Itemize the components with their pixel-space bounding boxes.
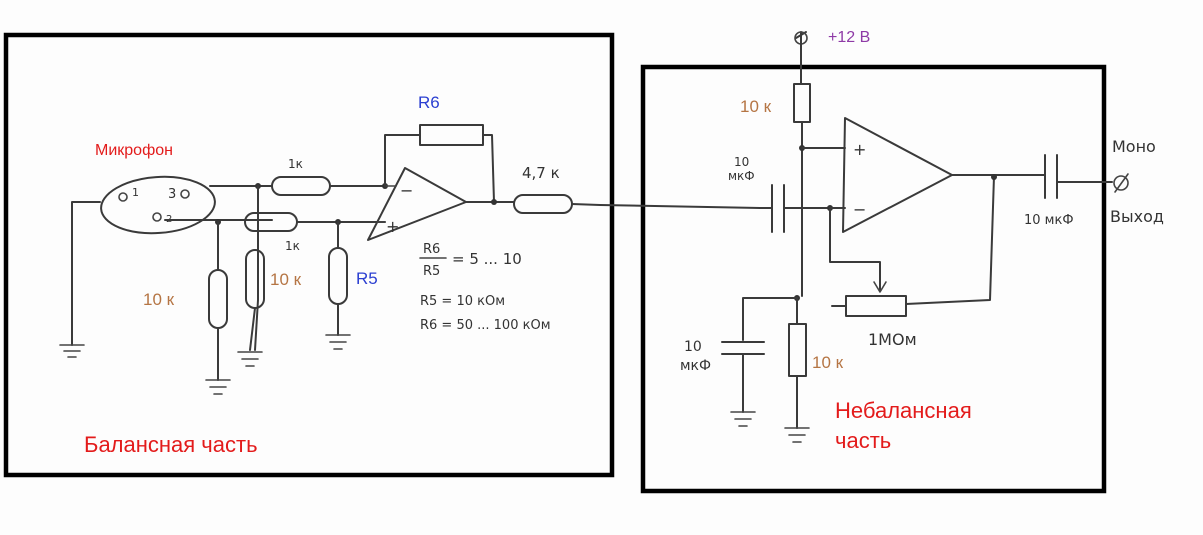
pin-1-label: 1: [132, 186, 139, 199]
mic-ground-wire: [71, 201, 101, 346]
potentiometer-1mohm: [845, 295, 907, 317]
output-terminal: [1113, 175, 1129, 191]
res-10k-left-label: 10 к: [143, 290, 175, 309]
r6-label: R6: [418, 93, 440, 112]
opamp-1-plus-sign: +: [386, 217, 399, 236]
resistor-1k-top-label: 1к: [288, 157, 303, 171]
pot-wiper-arrow: [873, 281, 887, 293]
junction-dot: [991, 174, 997, 180]
wire-pot-wiper: [829, 207, 881, 291]
resistor-10k-bottom-right: [788, 323, 807, 377]
cap-out-label: 10 мкФ: [1024, 213, 1074, 228]
microphone-connector: [100, 175, 216, 235]
ground-symbol-2: [205, 379, 231, 395]
opamp-1-minus-sign: −: [400, 181, 413, 200]
wire-pot-feedback: [905, 175, 995, 305]
res-10k-top-right-label: 10 к: [740, 97, 772, 116]
res-10k-bottom-right-label: 10 к: [812, 353, 844, 372]
microphone-label: Микрофон: [95, 142, 173, 159]
resistor-4-7k: [513, 194, 573, 214]
formula-equals: = 5 ... 10: [452, 250, 522, 268]
opamp-1: [367, 167, 467, 241]
cap-bottom-value: 10: [684, 339, 702, 355]
resistor-1k-top: [271, 176, 331, 196]
r5-label: R5: [356, 269, 378, 288]
cap-bottom-unit: мкФ: [680, 358, 711, 374]
resistor-10k-mid: [245, 249, 265, 309]
opamp-2-minus-sign: −: [853, 200, 866, 219]
pin-3-label: 3: [168, 187, 176, 202]
r6-value-text: R6 = 50 ... 100 кОм: [420, 318, 551, 333]
wire-r6-right: [482, 134, 495, 203]
resistor-r5: [328, 247, 348, 305]
res-10k-mid-label: 10 к: [270, 270, 302, 289]
ground-symbol-5: [730, 411, 756, 427]
unbalanced-title-line1: Небалансная: [835, 398, 972, 423]
balanced-section-frame: [3, 32, 615, 478]
wire-r6-left: [384, 134, 421, 187]
cap-in-unit: мкФ: [728, 169, 755, 183]
wire-bias-cap: [742, 297, 798, 341]
output-label: Выход: [1110, 207, 1164, 226]
balanced-part-title: Балансная часть: [84, 432, 258, 457]
formula-denominator: R5: [423, 264, 440, 279]
cap-in-value: 10: [734, 155, 749, 169]
resistor-1k-bottom-label: 1к: [285, 239, 300, 253]
unbalanced-title-line2: часть: [835, 428, 891, 453]
unbalanced-section-frame: [640, 64, 1107, 494]
output-terminal-slash: [1114, 173, 1129, 193]
pot-label: 1МОм: [868, 330, 917, 349]
junction-dot: [491, 199, 497, 205]
formula-numerator: R6: [423, 242, 440, 257]
opamp-2: [842, 117, 953, 233]
resistor-10k-left: [208, 269, 228, 329]
ground-symbol-6: [784, 427, 810, 443]
opamp-2-plus-sign: +: [853, 140, 866, 159]
resistor-10k-top-right: [793, 83, 811, 123]
ground-symbol-1: [59, 344, 85, 358]
wire-to-input-cap: [571, 203, 761, 209]
r5-value-text: R5 = 10 кОм: [420, 294, 505, 309]
ground-symbol-3: [237, 351, 263, 367]
mono-label: Моно: [1112, 137, 1156, 156]
wire-ground-mid: [249, 307, 256, 351]
supply-label: +12 В: [828, 29, 870, 46]
resistor-1k-bottom: [244, 212, 298, 232]
ground-symbol-4: [325, 334, 351, 350]
resistor-r6: [419, 124, 484, 146]
resistor-4-7k-label: 4,7 к: [522, 164, 560, 182]
wire-down-mid: [254, 185, 259, 351]
